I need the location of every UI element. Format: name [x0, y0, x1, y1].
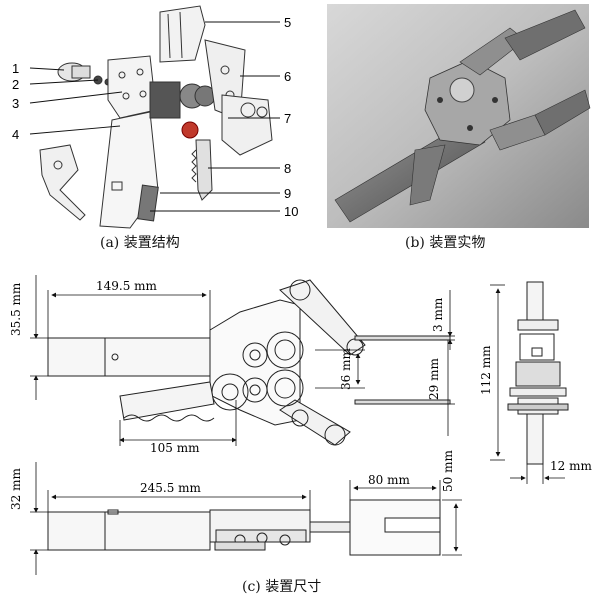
callout-8: 8: [284, 161, 291, 176]
dim-3mm: 3 mm: [431, 297, 445, 332]
dimension-lines-side: [490, 284, 565, 484]
exploded-view-drawing: [39, 5, 273, 229]
dim-35-5mm: 35.5 mm: [9, 282, 23, 336]
caption-c: (c) 装置尺寸: [242, 579, 322, 595]
callout-10: 10: [284, 204, 298, 219]
dim-50mm: 50 mm: [441, 450, 455, 492]
callout-9: 9: [284, 186, 291, 201]
device-photo: [327, 4, 591, 228]
dim-245-5mm: 245.5 mm: [140, 481, 202, 495]
dim-29mm: 29 mm: [427, 358, 441, 400]
callout-1: 1: [12, 61, 19, 76]
dim-32mm: 32 mm: [9, 468, 23, 510]
callout-3: 3: [12, 96, 19, 111]
dimension-drawing-bottom: [47, 499, 441, 556]
dim-105mm: 105 mm: [150, 441, 200, 455]
callout-2: 2: [12, 77, 19, 92]
callout-leaders: [29, 21, 280, 212]
dimension-drawing-top: [47, 279, 451, 446]
side-view-drawing: [507, 281, 569, 465]
dim-80mm: 80 mm: [368, 473, 410, 487]
dimension-lines-top: [30, 275, 455, 446]
callout-6: 6: [284, 69, 291, 84]
dim-36mm: 36 mm: [339, 348, 353, 390]
dim-149-5mm: 149.5 mm: [96, 279, 158, 293]
caption-b: (b) 装置实物: [405, 235, 486, 251]
dim-112mm: 112 mm: [479, 345, 493, 395]
callout-5: 5: [284, 15, 291, 30]
dimension-lines-bottom: [30, 462, 462, 575]
dim-12mm: 12 mm: [550, 459, 592, 473]
callout-7: 7: [284, 111, 291, 126]
callout-4: 4: [12, 127, 19, 142]
caption-a: (a) 装置结构: [100, 235, 180, 251]
